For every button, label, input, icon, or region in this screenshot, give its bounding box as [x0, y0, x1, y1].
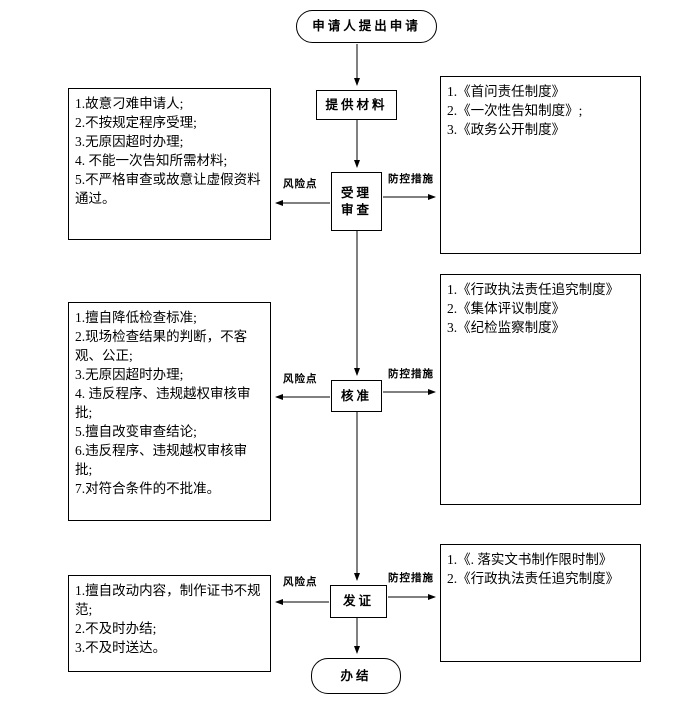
control-measures-label-1: 防控措施 — [388, 174, 434, 185]
measure-box-issue-certificate: 1.《. 落实文书制作限时制》 2.《行政执法责任追究制度》 — [440, 544, 641, 662]
control-measures-label-2: 防控措施 — [388, 369, 434, 380]
measure-box-accept-review: 1.《首问责任制度》 2.《一次性告知制度》; 3.《政务公开制度》 — [440, 76, 641, 254]
accept-review-node: 受理 审查 — [331, 172, 382, 231]
provide-materials-node: 提供材料 — [316, 90, 397, 120]
risk-box-approve: 1.擅自降低检查标准; 2.现场检查结果的判断，不客观、公正; 3.无原因超时办… — [68, 302, 271, 521]
control-measures-label-3: 防控措施 — [388, 573, 434, 584]
measure-box-approve: 1.《行政执法责任追究制度》 2.《集体评议制度》 3.《纪检监察制度》 — [440, 274, 641, 505]
issue-certificate-node: 发证 — [330, 585, 387, 618]
risk-box-accept-review: 1.故意刁难申请人; 2.不按规定程序受理; 3.无原因超时办理; 4. 不能一… — [68, 88, 271, 240]
risk-point-label-2: 风险点 — [283, 374, 318, 385]
start-node: 申请人提出申请 — [296, 10, 437, 43]
finish-node: 办结 — [311, 658, 401, 694]
risk-box-issue-certificate: 1.擅自改动内容，制作证书不规范; 2.不及时办结; 3.不及时送达。 — [68, 575, 271, 672]
approve-node: 核准 — [331, 380, 382, 412]
risk-point-label-1: 风险点 — [283, 179, 318, 190]
risk-point-label-3: 风险点 — [283, 577, 318, 588]
